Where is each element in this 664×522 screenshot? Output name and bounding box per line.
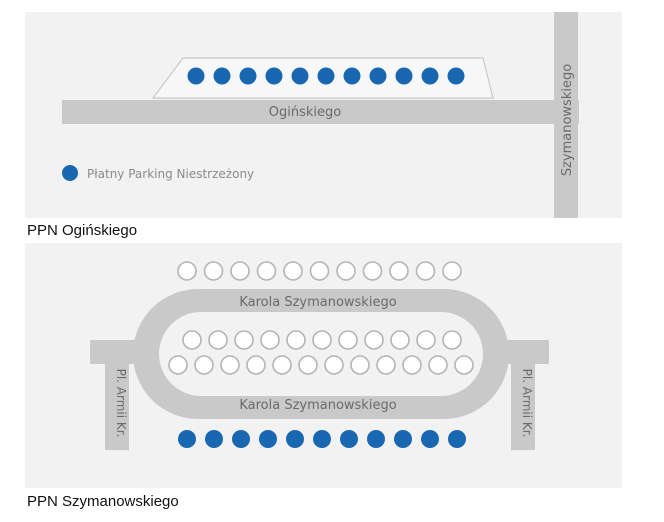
paid-parking-spot: [213, 67, 231, 85]
street-label-loop-top: Karola Szymanowskiego: [239, 295, 396, 310]
street-label-loop-bottom: Karola Szymanowskiego: [239, 398, 396, 413]
street-oginskiego: [62, 100, 579, 124]
free-parking-spot: [220, 355, 240, 375]
free-parking-spot: [182, 330, 202, 350]
free-parking-spot: [194, 355, 214, 375]
free-parking-spot: [260, 330, 280, 350]
free-parking-spot: [442, 330, 462, 350]
free-parking-spot: [312, 330, 332, 350]
paid-parking-spot: [187, 67, 205, 85]
free-parking-spot: [376, 355, 396, 375]
paid-parking-spot: [448, 430, 466, 448]
street-label-oginskiego: Ogińskiego: [269, 105, 341, 120]
free-parking-spot: [364, 330, 384, 350]
free-spots-inner-row2-group: [168, 355, 474, 375]
paid-parking-spot: [317, 67, 335, 85]
free-parking-spot: [454, 355, 474, 375]
street-label-szymanowskiego: Szymanowskiego: [560, 64, 575, 176]
paid-spots-bottom-group: [178, 430, 466, 448]
free-parking-spot: [428, 355, 448, 375]
paid-parking-spot: [232, 430, 250, 448]
free-parking-spot: [416, 330, 436, 350]
free-parking-spot: [230, 261, 250, 281]
free-parking-spot: [298, 355, 318, 375]
free-parking-spot: [338, 330, 358, 350]
street-pl-armii-kr-left: [105, 340, 129, 450]
legend-label: Płatny Parking Niestrzeżony: [87, 167, 254, 181]
free-parking-spot: [168, 355, 188, 375]
paid-parking-spot: [340, 430, 358, 448]
paid-parking-spot: [265, 67, 283, 85]
paid-parking-spot: [447, 67, 465, 85]
parking-map-oginskiego: Ogińskiego Szymanowskiego Płatny Parking…: [25, 12, 622, 218]
free-parking-spot: [350, 355, 370, 375]
free-parking-spot: [415, 261, 436, 281]
paid-parking-spot: [394, 430, 412, 448]
free-parking-spot: [389, 261, 409, 281]
map-caption-szymanowskiego: PPN Szymanowskiego: [27, 493, 179, 510]
free-parking-spot: [309, 261, 330, 281]
paid-parking-spot: [367, 430, 385, 448]
street-label-pl-armii-kr-left: Pl. Armii Kr.: [114, 369, 128, 438]
paid-parking-spot: [421, 430, 439, 448]
free-parking-spot: [362, 261, 383, 281]
legend-paid-dot: [62, 165, 78, 181]
paid-parking-spot: [395, 67, 413, 85]
paid-spots-group: [187, 67, 465, 85]
free-parking-spot: [402, 355, 422, 375]
loop-inner-island: [159, 312, 483, 396]
free-parking-spot: [208, 330, 228, 350]
paid-parking-spot: [291, 67, 309, 85]
paid-parking-spot: [369, 67, 387, 85]
street-label-pl-armii-kr-right: Pl. Armii Kr.: [520, 369, 534, 438]
free-spots-inner-row1-group: [182, 330, 462, 350]
free-parking-spot: [177, 261, 197, 281]
free-parking-spot: [203, 261, 224, 281]
paid-parking-spot: [205, 430, 223, 448]
map-oginskiego-svg: Ogińskiego Szymanowskiego Płatny Parking…: [62, 12, 579, 218]
free-parking-spot: [246, 355, 266, 375]
free-spots-top-group: [177, 261, 462, 281]
map-caption-oginskiego: PPN Ogińskiego: [27, 222, 138, 239]
street-szymanowskiego: [554, 12, 578, 218]
paid-parking-spot: [239, 67, 257, 85]
free-parking-spot: [272, 355, 292, 375]
free-parking-spot: [442, 261, 462, 281]
free-parking-spot: [256, 261, 277, 281]
free-parking-spot: [234, 330, 254, 350]
map-szymanowskiego-svg: Karola Szymanowskiego Karola Szymanowski…: [90, 261, 549, 450]
paid-parking-spot: [343, 67, 361, 85]
free-parking-spot: [336, 261, 356, 281]
paid-parking-spot: [178, 430, 196, 448]
parking-map-szymanowskiego: Karola Szymanowskiego Karola Szymanowski…: [25, 243, 622, 488]
street-pl-armii-kr-right: [511, 340, 535, 450]
free-parking-spot: [286, 330, 306, 350]
paid-parking-spot: [313, 430, 331, 448]
paid-parking-spot: [259, 430, 277, 448]
free-parking-spot: [283, 261, 303, 281]
free-parking-spot: [324, 355, 344, 375]
paid-parking-spot: [421, 67, 439, 85]
paid-parking-spot: [286, 430, 304, 448]
free-parking-spot: [390, 330, 410, 350]
